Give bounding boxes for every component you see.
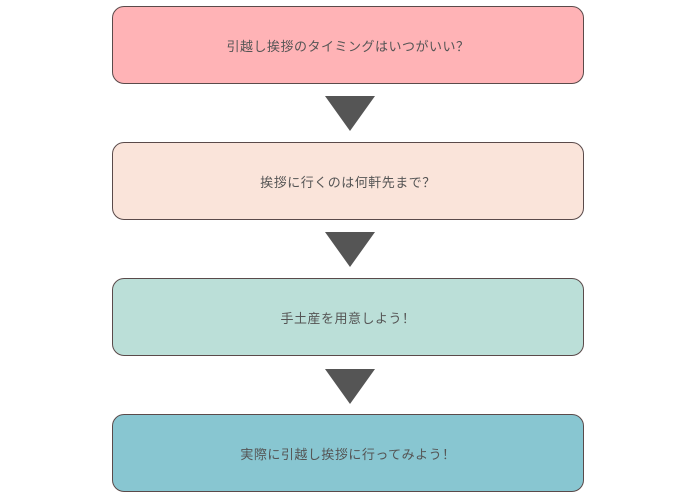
step-label: 挨拶に行くのは何軒先まで？ [260,175,436,191]
down-arrow-icon [325,232,375,267]
step-box-timing: 引越し挨拶のタイミングはいつがいい？ [112,6,584,84]
down-arrow-icon [325,369,375,404]
step-label: 手土産を用意しよう！ [280,311,416,327]
step-box-visit: 実際に引越し挨拶に行ってみよう！ [112,414,584,492]
step-label: 引越し挨拶のタイミングはいつがいい？ [226,39,470,55]
step-label: 実際に引越し挨拶に行ってみよう！ [240,447,456,463]
step-box-neighbors: 挨拶に行くのは何軒先まで？ [112,142,584,220]
step-box-gift: 手土産を用意しよう！ [112,278,584,356]
down-arrow-icon [325,96,375,131]
